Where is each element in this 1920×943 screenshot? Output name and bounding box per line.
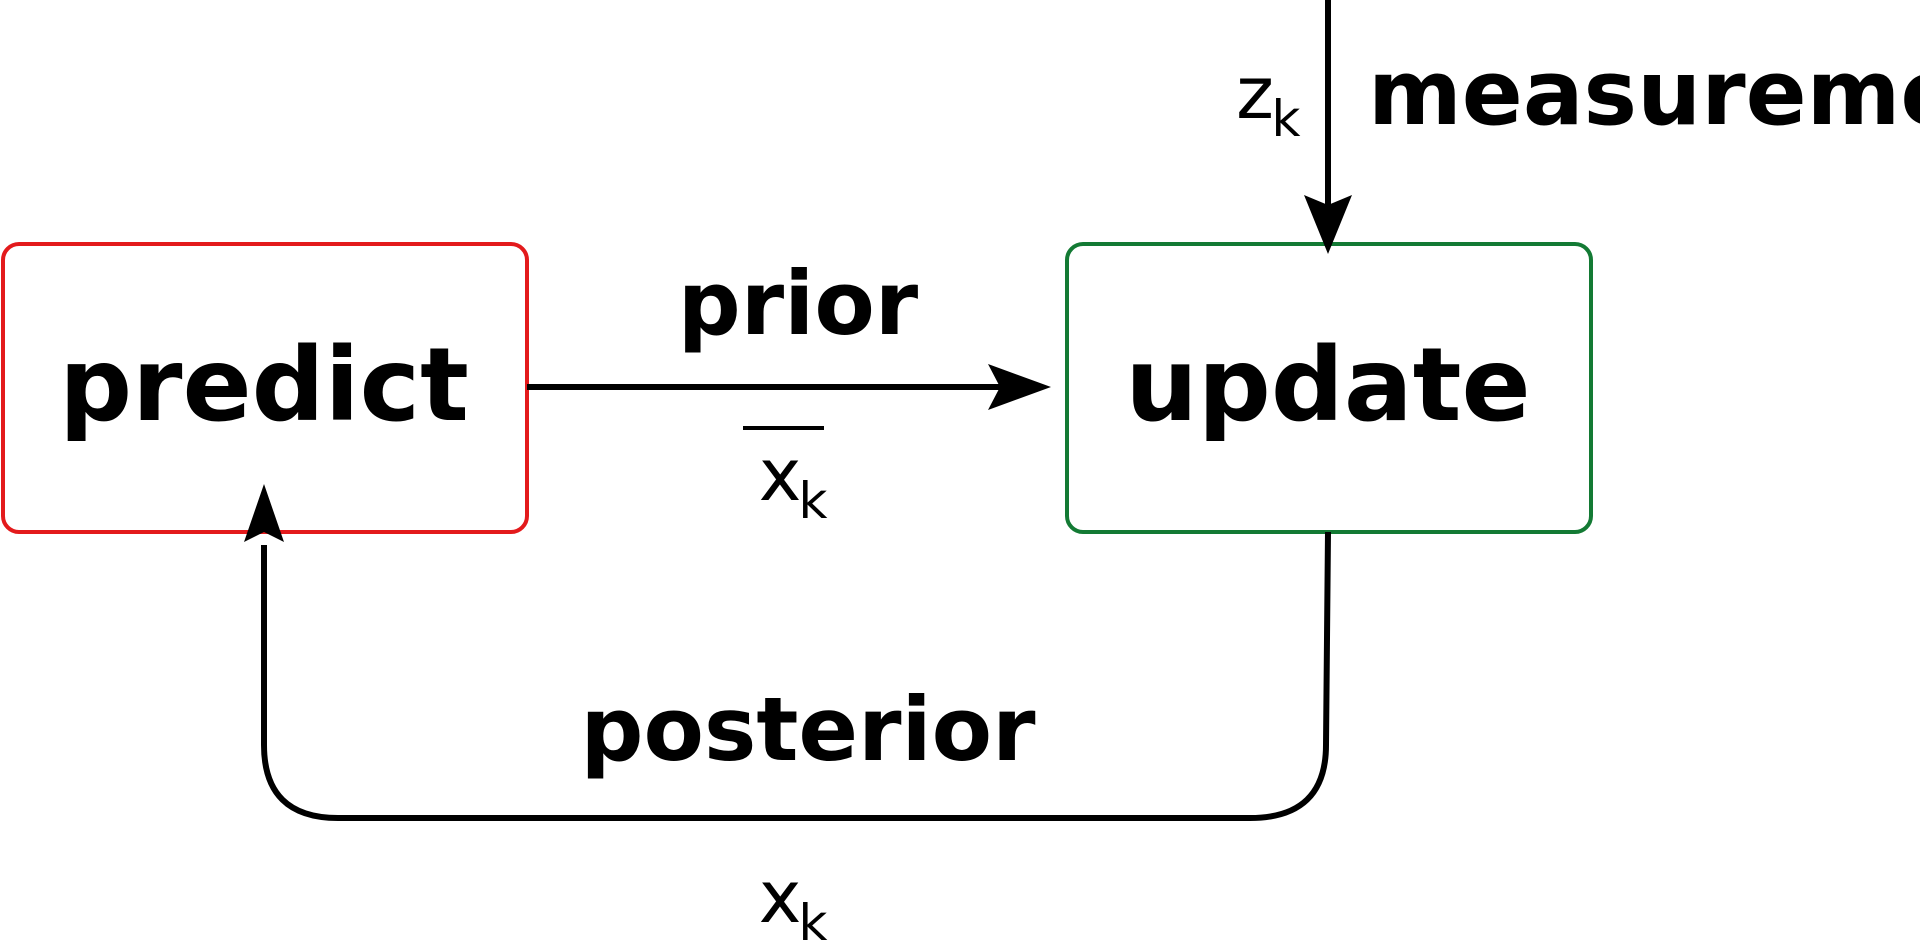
prior-label: prior: [678, 252, 919, 355]
measurement-variable: z: [1236, 51, 1274, 135]
measurement-variable-subscript: k: [1272, 90, 1301, 148]
measurement-label: measurement: [1368, 41, 1920, 146]
update-label: update: [1125, 326, 1530, 445]
posterior-arrowhead: [244, 484, 284, 542]
posterior-label: posterior: [581, 678, 1037, 781]
measurement-arrowhead: [1304, 195, 1352, 254]
predict-label: predict: [59, 326, 469, 445]
prior-variable-subscript: k: [799, 472, 828, 530]
prior-arrowhead: [988, 364, 1051, 410]
posterior-loop-line: [261, 531, 1331, 821]
posterior-variable-subscript: k: [799, 894, 828, 943]
posterior-variable: x: [759, 855, 802, 939]
prior-variable: x: [759, 433, 802, 517]
